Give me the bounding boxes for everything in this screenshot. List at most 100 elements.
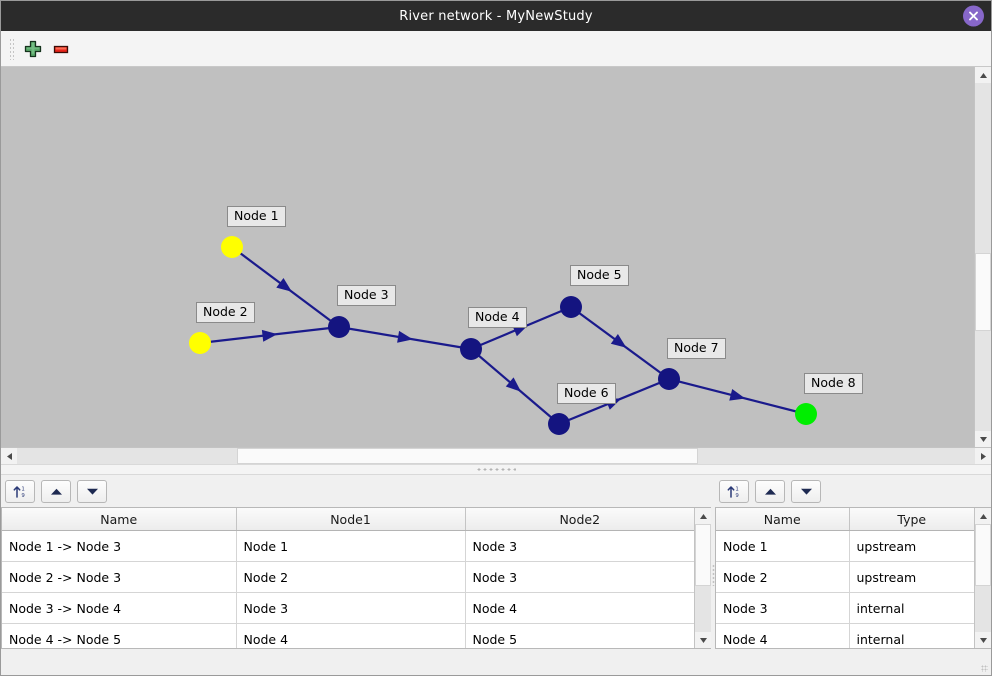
graph-node-node-2[interactable] (189, 332, 211, 354)
add-plus-icon[interactable] (19, 36, 47, 62)
table-cell[interactable]: Node 4 (236, 623, 466, 648)
scroll-up-icon[interactable] (975, 67, 991, 83)
canvas-vscroll-track[interactable] (975, 83, 991, 431)
edge-arrow-icon (505, 377, 522, 392)
canvas-horizontal-scrollbar[interactable] (1, 447, 991, 464)
table-cell[interactable]: Node 3 (236, 592, 466, 624)
scroll-down-icon[interactable] (975, 632, 991, 648)
scroll-down-icon[interactable] (975, 431, 991, 447)
table-cell[interactable]: Node 3 (465, 561, 694, 593)
graph-node-node-5[interactable] (560, 296, 582, 318)
toolbar-grip[interactable] (9, 37, 14, 60)
graph-svg (189, 236, 817, 435)
arrow-down-icon[interactable] (77, 479, 107, 503)
vertical-pane-divider[interactable] (711, 475, 715, 675)
node-label-node-6[interactable]: Node 6 (557, 383, 616, 404)
canvas-hscroll-track[interactable] (17, 448, 975, 464)
svg-text:1: 1 (21, 486, 24, 492)
scroll-up-icon[interactable] (975, 508, 991, 524)
window-title: River network - MyNewStudy (399, 8, 593, 24)
table-cell[interactable]: Node 1 (236, 530, 466, 562)
column-header-node2[interactable]: Node2 (465, 508, 694, 531)
scroll-right-icon[interactable] (975, 448, 991, 464)
canvas-vscroll-thumb[interactable] (975, 253, 991, 331)
table-cell[interactable]: Node 3 -> Node 4 (2, 592, 237, 624)
node-label-node-4[interactable]: Node 4 (468, 307, 527, 328)
table-cell[interactable]: Node 3 (465, 530, 694, 562)
arrow-up-icon[interactable] (41, 479, 71, 503)
resize-grip[interactable] (981, 665, 988, 672)
table-cell[interactable]: Node 1 (716, 530, 850, 562)
arrow-down-icon[interactable] (791, 479, 821, 503)
node-label-node-7[interactable]: Node 7 (667, 338, 726, 359)
table-cell[interactable]: Node 2 (716, 561, 850, 593)
table-cell[interactable]: Node 2 (236, 561, 466, 593)
branches-vscroll-track[interactable] (695, 524, 711, 632)
horizontal-splitter[interactable] (1, 464, 991, 475)
table-cell[interactable]: internal (849, 623, 974, 648)
table-cell[interactable]: Node 5 (465, 623, 694, 648)
node-label-node-8[interactable]: Node 8 (804, 373, 863, 394)
edge-arrow-icon (610, 334, 627, 348)
nodes-vscroll-thumb[interactable] (975, 524, 991, 586)
close-icon[interactable] (963, 5, 984, 27)
node-label-node-5[interactable]: Node 5 (570, 265, 629, 286)
branches-vscroll-thumb[interactable] (695, 524, 711, 586)
edge-arrow-icon (261, 329, 278, 342)
graph-node-node-8[interactable] (795, 403, 817, 425)
table-cell[interactable]: Node 4 -> Node 5 (2, 623, 237, 648)
main-toolbar (1, 31, 991, 67)
column-header-node1[interactable]: Node1 (236, 508, 466, 531)
sort-icon[interactable]: 1 9 (5, 479, 35, 503)
column-header-type[interactable]: Type (849, 508, 974, 531)
splitter-grip (476, 468, 516, 471)
table-cell[interactable]: Node 3 (716, 592, 850, 624)
scroll-up-icon[interactable] (695, 508, 711, 524)
graph-node-node-6[interactable] (548, 413, 570, 435)
canvas-hscroll-thumb[interactable] (237, 448, 698, 464)
sort-icon[interactable]: 1 9 (719, 479, 749, 503)
node-label-node-1[interactable]: Node 1 (227, 206, 286, 227)
table-cell[interactable]: upstream (849, 530, 974, 562)
table-cell[interactable]: upstream (849, 561, 974, 593)
graph-node-node-1[interactable] (221, 236, 243, 258)
branches-vertical-scrollbar[interactable] (694, 508, 711, 648)
table-cell[interactable]: internal (849, 592, 974, 624)
scroll-down-icon[interactable] (695, 632, 711, 648)
nodes-vscroll-track[interactable] (975, 524, 991, 632)
graph-node-node-7[interactable] (658, 368, 680, 390)
node-label-node-3[interactable]: Node 3 (337, 285, 396, 306)
graph-node-node-3[interactable] (328, 316, 350, 338)
nodes-vertical-scrollbar[interactable] (974, 508, 991, 648)
column-header-name[interactable]: Name (2, 508, 237, 531)
table-cell[interactable]: Node 4 (465, 592, 694, 624)
graph-node-node-4[interactable] (460, 338, 482, 360)
node-label-node-2[interactable]: Node 2 (196, 302, 255, 323)
nodes-pane-footer (715, 649, 991, 675)
column-header-name[interactable]: Name (716, 508, 850, 531)
arrow-up-icon[interactable] (755, 479, 785, 503)
delete-minus-icon[interactable] (47, 36, 75, 62)
pane-divider-grip (711, 564, 715, 586)
table-cell[interactable]: Node 4 (716, 623, 850, 648)
canvas-vertical-scrollbar[interactable] (974, 67, 991, 447)
river-network-graph[interactable]: Node 1 Node 2 Node 3 Node 4 Node 5 Node 6 Node… (1, 67, 974, 447)
table-cell[interactable]: Node 2 -> Node 3 (2, 561, 237, 593)
table-cell[interactable]: Node 1 -> Node 3 (2, 530, 237, 562)
scroll-left-icon[interactable] (1, 448, 17, 464)
